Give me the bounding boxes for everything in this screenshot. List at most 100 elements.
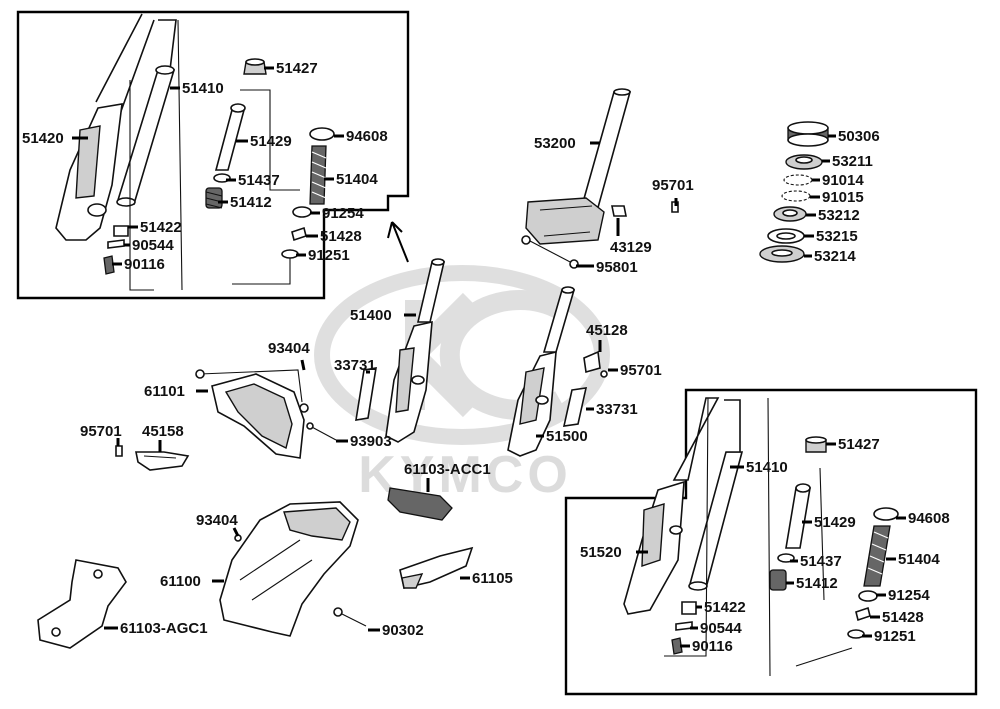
label-51404-right: 51404: [898, 551, 940, 568]
oring-91251-left: [232, 249, 299, 285]
part-labels: 51420 51410 51427 51429 94608 51404 5143…: [22, 60, 950, 655]
label-51420: 51420: [22, 130, 64, 147]
bracket-61103-acc1: [387, 487, 453, 521]
fork-tube-51410-right: [664, 397, 771, 677]
fork-tube-51420: [55, 13, 155, 241]
steering-stem-53200: [525, 88, 632, 245]
label-51422-right: 51422: [704, 599, 746, 616]
label-33731-left: 33731: [334, 357, 376, 374]
label-93404-bottom: 93404: [196, 512, 238, 529]
reflector-33731-left: [355, 367, 377, 421]
label-51500: 51500: [546, 428, 588, 445]
spring-51404-left: [309, 145, 327, 205]
label-50306: 50306: [838, 128, 880, 145]
label-51429-left: 51429: [250, 133, 292, 150]
label-61101: 61101: [144, 383, 185, 400]
bolt-90116-left: [103, 255, 115, 275]
fork-leg-51400: [385, 258, 446, 443]
label-43129: 43129: [610, 239, 652, 256]
label-51410-right: 51410: [746, 459, 788, 476]
label-51520: 51520: [580, 544, 622, 561]
fork-leg-51500: [507, 286, 576, 457]
label-95801: 95801: [596, 259, 638, 276]
label-51428-right: 51428: [882, 609, 924, 626]
label-51437-left: 51437: [238, 172, 280, 189]
label-91014: 91014: [822, 172, 864, 189]
label-95701-mid: 95701: [620, 362, 662, 379]
bolt-90116-right: [671, 637, 683, 655]
bracket-45128: [583, 350, 608, 378]
label-53215: 53215: [816, 228, 858, 245]
leader-lines: [72, 66, 906, 648]
spacer-51429-left: [214, 89, 300, 191]
label-51427-left: 51427: [276, 60, 318, 77]
label-51422-left: 51422: [140, 219, 182, 236]
race-53215: [767, 228, 805, 244]
seal-91254-left: [292, 206, 312, 218]
label-53212: 53212: [818, 207, 860, 224]
label-61103-agc1: 61103-AGC1: [120, 620, 208, 637]
clip-51428-right: [855, 606, 871, 622]
screw-95701-left: [115, 445, 123, 457]
label-93404-top: 93404: [268, 340, 310, 357]
detail-frame-left: [16, 10, 410, 300]
label-51404-left: 51404: [336, 171, 378, 188]
race-53214: [759, 245, 805, 263]
label-53200: 53200: [534, 135, 576, 152]
label-91254-right: 91254: [888, 587, 930, 604]
label-51428-left: 51428: [320, 228, 362, 245]
label-51400: 51400: [350, 307, 392, 324]
bush-51422-right: [681, 601, 697, 615]
label-51412-right: 51412: [796, 575, 838, 592]
inner-fender-61101: [195, 369, 309, 459]
seal-91254-right: [858, 590, 878, 602]
spring-51412-left: [205, 187, 223, 209]
bolt-95801: [521, 235, 579, 269]
ring-94608-left: [309, 127, 335, 141]
label-91254-left: 91254: [322, 205, 364, 222]
label-61103-acc1: 61103-ACC1: [404, 461, 491, 478]
nut-50306: [787, 121, 829, 147]
label-51412-left: 51412: [230, 194, 272, 211]
clip-45158: [135, 451, 190, 471]
label-33731-right: 33731: [596, 401, 638, 418]
frame-pointer-arrow: [387, 221, 409, 263]
label-91251-right: 91251: [874, 628, 916, 645]
label-45128: 45128: [586, 322, 628, 339]
detail-frame-right: [564, 388, 978, 696]
race-53211: [785, 154, 823, 170]
fork-tube-51410-left: [116, 19, 183, 291]
label-91251-left: 91251: [308, 247, 350, 264]
ball-race-91014: [783, 174, 813, 186]
label-53214: 53214: [814, 248, 856, 265]
label-95701-top: 95701: [652, 177, 694, 194]
plate-61103-agc1: [37, 559, 127, 649]
bracket-43129: [611, 205, 627, 217]
label-51437-right: 51437: [800, 553, 842, 570]
clip-51428-left: [291, 226, 307, 242]
label-93903: 93903: [350, 433, 392, 450]
spacer-51429-right: [785, 467, 853, 667]
label-90544-right: 90544: [700, 620, 742, 637]
label-95701-left: 95701: [80, 423, 122, 440]
label-51429-right: 51429: [814, 514, 856, 531]
label-91015: 91015: [822, 189, 864, 206]
label-94608-right: 94608: [908, 510, 950, 527]
cap-51427-left: [243, 58, 267, 75]
label-90302: 90302: [382, 622, 424, 639]
bolt-90544-left: [107, 239, 125, 249]
ball-race-91015: [781, 190, 811, 202]
label-53211: 53211: [832, 153, 873, 170]
cover-61105: [399, 546, 474, 589]
screw-90302: [333, 607, 367, 627]
label-45158: 45158: [142, 423, 184, 440]
race-53212: [773, 206, 807, 222]
label-51410-left: 51410: [182, 80, 224, 97]
reflector-33731-right: [562, 387, 588, 427]
cap-51427-right: [805, 436, 827, 453]
front-fender-61100: [219, 501, 359, 637]
bolt-90544-right: [675, 621, 693, 631]
label-61100: 61100: [160, 573, 201, 590]
